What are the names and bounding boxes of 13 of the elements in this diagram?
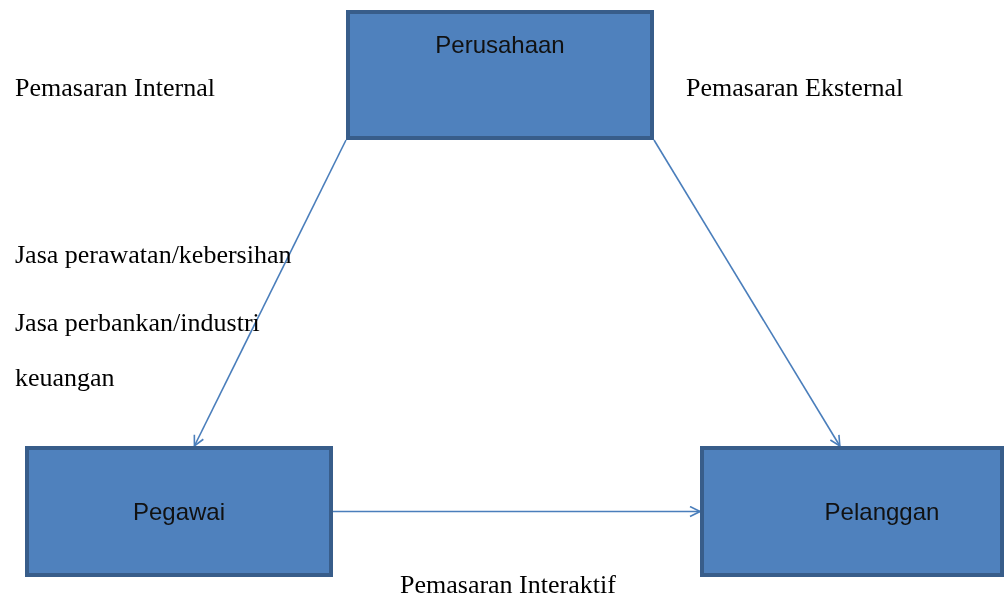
text-label: Pemasaran Interaktif <box>400 570 616 600</box>
arrow <box>193 139 347 447</box>
text-label: Pemasaran Internal <box>15 73 215 103</box>
process-box <box>346 10 654 140</box>
process-box <box>25 446 333 577</box>
arrow <box>332 505 701 518</box>
box-label: Perusahaan <box>435 31 565 59</box>
process-box <box>700 446 1004 577</box>
text-label: Jasa perawatan/kebersihan <box>15 240 292 270</box>
box-label: Pegawai <box>132 497 226 526</box>
arrow <box>653 139 841 447</box>
box-label: Pelanggan <box>824 497 940 526</box>
text-label: Pemasaran Eksternal <box>686 73 904 103</box>
